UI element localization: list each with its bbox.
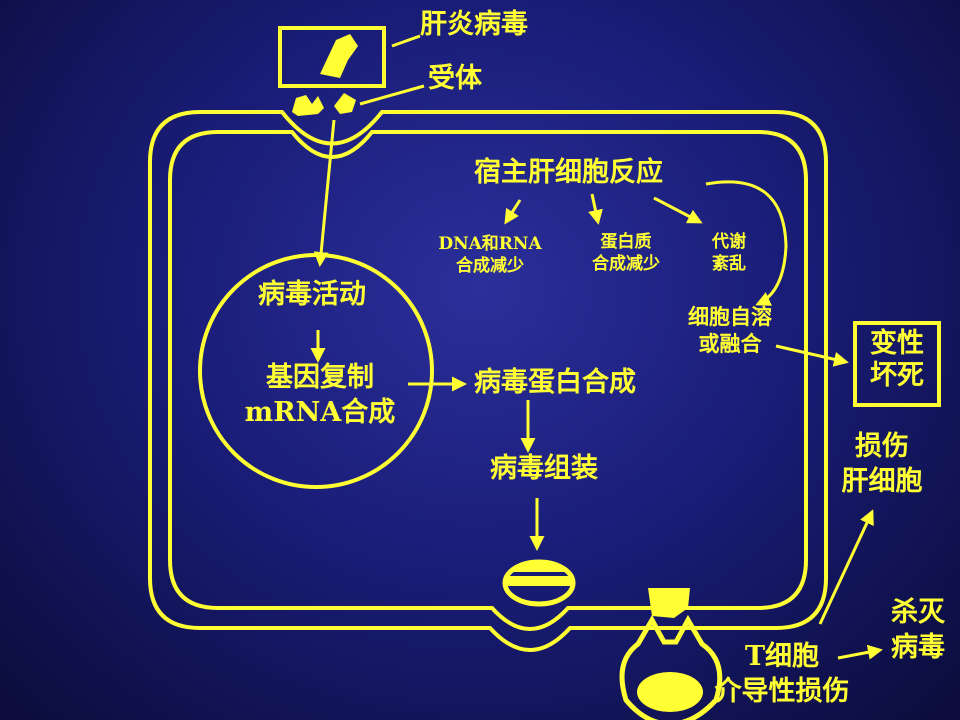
label-autolysis-line1: 细胞自溶 (688, 305, 772, 329)
label-gene-replication: 基因复制 mRNA合成 (236, 360, 404, 430)
label-kill-virus: 杀灭 病毒 (882, 596, 954, 665)
arrow-response-to-autolysis (705, 180, 788, 306)
label-viral-assembly: 病毒组装 (490, 453, 598, 484)
label-gene-replication-line1: 基因复制 (266, 362, 374, 393)
arrow-response-to-metabolism (653, 196, 703, 224)
arrow-tcell-to-kill (837, 644, 883, 660)
label-damage-line1: 损伤 (855, 431, 909, 462)
arrow-autolysis-to-necrosis (775, 344, 849, 367)
label-receptor: 受体 (428, 63, 482, 94)
arrow-virus-label (391, 34, 421, 48)
label-tcell-line1: T细胞 (744, 641, 820, 672)
label-protein-line2: 合成减少 (592, 253, 660, 274)
label-necrosis-line1: 变性 (870, 328, 924, 359)
label-tcell-line2: 介导性损伤 (714, 675, 850, 707)
cell-membrane (148, 110, 828, 652)
receptor-icon (292, 93, 356, 116)
exiting-virus-icon (648, 588, 690, 618)
label-protein-line1: 蛋白质 (600, 232, 652, 252)
arrows (310, 34, 883, 660)
virus-particle-icon (502, 559, 576, 607)
label-damage-line2: 肝细胞 (841, 465, 923, 497)
label-virus-activity: 病毒活动 (258, 279, 366, 310)
necrosis-box (853, 321, 941, 407)
arrow-response-to-protein (588, 193, 603, 225)
label-necrosis-line2: 坏死 (870, 360, 924, 392)
arrow-receptor-label (359, 84, 425, 106)
hepatitis-virus-icon (278, 26, 386, 88)
label-metabolism-line1: 代谢 (712, 232, 746, 252)
label-dna-rna-line1: DNA和RNA (438, 234, 542, 254)
label-mrna-synthesis: mRNA合成 (244, 397, 396, 429)
label-kill-line1: 杀灭 (891, 597, 945, 628)
label-kill-line2: 病毒 (891, 631, 945, 663)
label-viral-protein: 病毒蛋白合成 (474, 367, 636, 398)
arrow-tcell-to-damage (818, 509, 874, 625)
label-hepatitis-virus: 肝炎病毒 (420, 9, 528, 40)
label-liver-damage: 损伤 肝细胞 (826, 430, 938, 499)
t-cell-icon (619, 614, 723, 720)
label-metabolism: 代谢 紊乱 (698, 232, 760, 276)
label-necrosis: 变性 坏死 (853, 328, 941, 393)
label-metabolism-line2: 紊乱 (712, 253, 746, 274)
arrow-entry (313, 119, 336, 267)
label-dna-rna: DNA和RNA 合成减少 (426, 234, 554, 278)
label-host-response: 宿主肝细胞反应 (474, 157, 663, 188)
label-dna-rna-line2: 合成减少 (456, 255, 524, 276)
arrow-response-to-dna (504, 199, 522, 225)
label-autolysis: 细胞自溶 或融合 (670, 304, 790, 358)
label-protein-decrease: 蛋白质 合成减少 (576, 232, 676, 276)
label-t-cell: T细胞 介导性损伤 (702, 640, 862, 709)
label-autolysis-line2: 或融合 (698, 331, 762, 356)
